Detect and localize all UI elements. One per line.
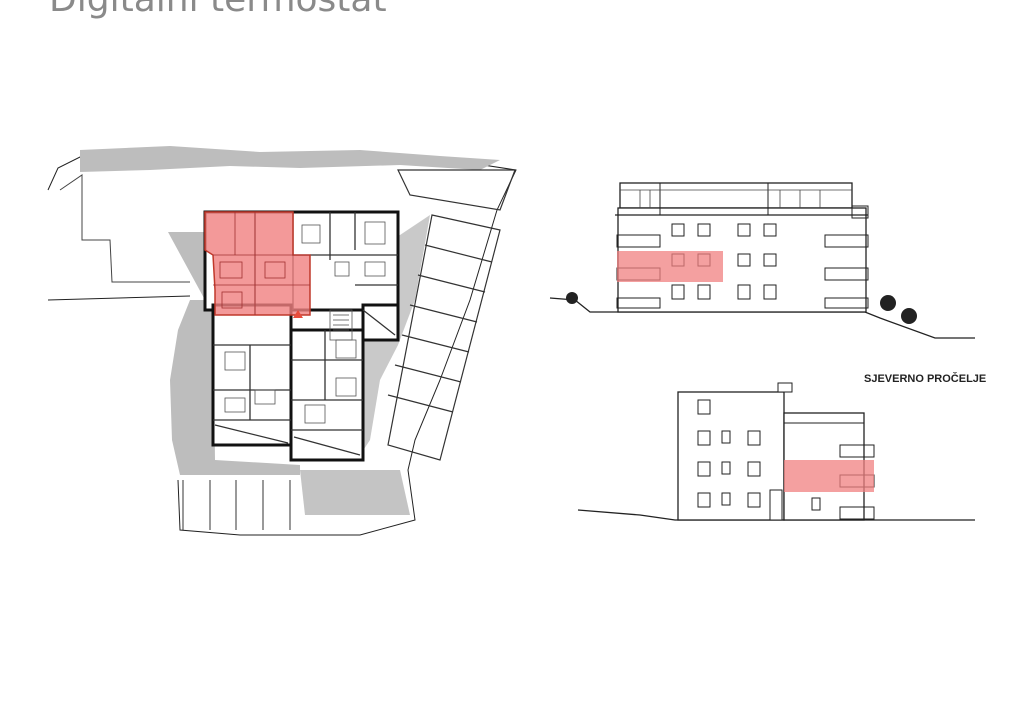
north-elevation-label: SJEVERNO PROČELJE [864,372,986,385]
site-floor-plan [47,146,517,536]
highlighted-apartment-elevation [617,251,723,282]
parking-angled [387,169,516,461]
terrain-left [168,232,300,475]
parking-bottom [182,480,291,530]
highlighted-apartment-north [784,460,874,492]
elevation-north: SJEVERNO PROČELJE [577,372,986,521]
page-heading: Digitalni termostat [49,0,387,22]
terrain-top [80,146,500,172]
highlighted-apartment-plan [204,211,311,316]
elevation-main [549,182,975,339]
